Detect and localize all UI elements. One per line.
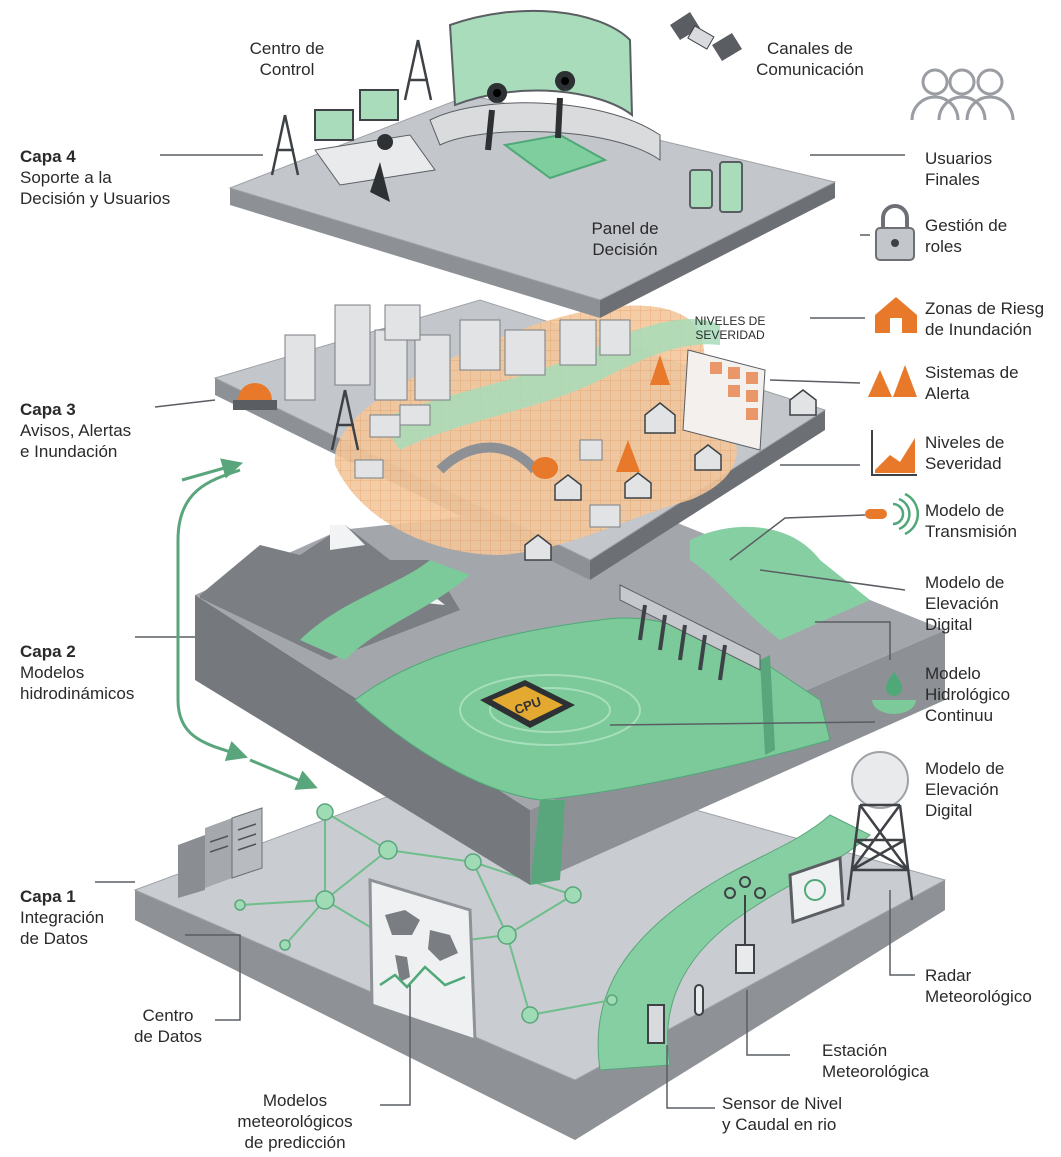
city-buildings — [284, 304, 631, 528]
data-center-label: Centro de Datos — [133, 1006, 203, 1046]
role-management-label: Gestión de roles — [925, 216, 1008, 256]
layer-3-subtitle: Avisos, Alertas e Inundación — [20, 421, 132, 461]
level-sensor-label: Sensor de Nivel y Caudal en rio — [722, 1094, 843, 1134]
layer-3-label: Capa 3 Avisos, Alertas e Inundación — [20, 378, 131, 462]
dem-model-label-1: Modelo de Elevación Digital — [925, 573, 1005, 634]
level-sensor-icon — [647, 1004, 665, 1044]
hydro-icon — [872, 672, 916, 714]
severity-levels-label: Niveles de Severidad — [925, 433, 1005, 473]
cone-icon — [868, 365, 917, 397]
alert-systems-label: Sistemas de Alerta — [925, 363, 1019, 403]
layer-2-label: Capa 2 Modelos hidrodinámicos — [20, 620, 134, 704]
radar-screen-icon — [788, 855, 845, 925]
end-users-label: Usuarios Finales — [925, 149, 993, 189]
lock-icon — [875, 204, 915, 261]
layer-1-label: Capa 1 Integración de Datos — [20, 865, 104, 949]
control-room — [314, 9, 743, 213]
house-icons — [524, 389, 817, 561]
house-icon — [875, 297, 917, 333]
layer-4-title: Capa 4 — [20, 147, 76, 166]
layer-4-label: Capa 4 Soporte a la Decisión y Usuarios — [20, 125, 170, 209]
antenna-icon — [270, 39, 433, 451]
chart-icon — [871, 430, 917, 476]
layer-4-subtitle: Soporte a la Decisión y Usuarios — [20, 168, 171, 208]
weather-station-label: Estación Meteorológica — [822, 1041, 929, 1081]
server-icon — [178, 807, 263, 898]
cpu-icon: CPU — [480, 680, 575, 728]
siren-icon — [233, 383, 277, 410]
people-icon — [910, 68, 1015, 121]
dem-model-label-2: Modelo de Elevación Digital — [925, 759, 1005, 820]
transmission-icon — [865, 492, 920, 536]
layer-1-title: Capa 1 — [20, 887, 76, 906]
layer-2-title: Capa 2 — [20, 642, 76, 661]
weather-models-label: Modelos meteorológicos de predicción — [237, 1091, 353, 1152]
weather-station-icon — [694, 876, 766, 1016]
layer-3-title: Capa 3 — [20, 400, 76, 419]
flow-arrow — [176, 458, 318, 790]
layer-2-subtitle: Modelos hidrodinámicos — [20, 663, 135, 703]
flood-risk-zones-label: Zonas de Riesg de Inundación — [925, 299, 1045, 339]
weather-radar-label: Radar Meteorológico — [925, 966, 1032, 1006]
decision-panel-label: Panel de Decisión — [591, 219, 659, 259]
transmission-model-label: Modelo de Transmisión — [925, 501, 1017, 541]
layer-2-terrain — [195, 500, 945, 885]
radar-icon — [846, 751, 914, 901]
layer-1-subtitle: Integración de Datos — [20, 908, 105, 948]
alert-cones — [532, 355, 670, 479]
leader-lines — [95, 154, 915, 1109]
world-map-display — [368, 877, 477, 1043]
satellite-icon — [670, 12, 742, 61]
control-center-label: Centro de Control — [249, 39, 325, 79]
comm-channels-label: Canales de Comunicación — [756, 39, 864, 79]
hydrological-model-label: Modelo Hidrológico Continuu — [925, 664, 1011, 725]
